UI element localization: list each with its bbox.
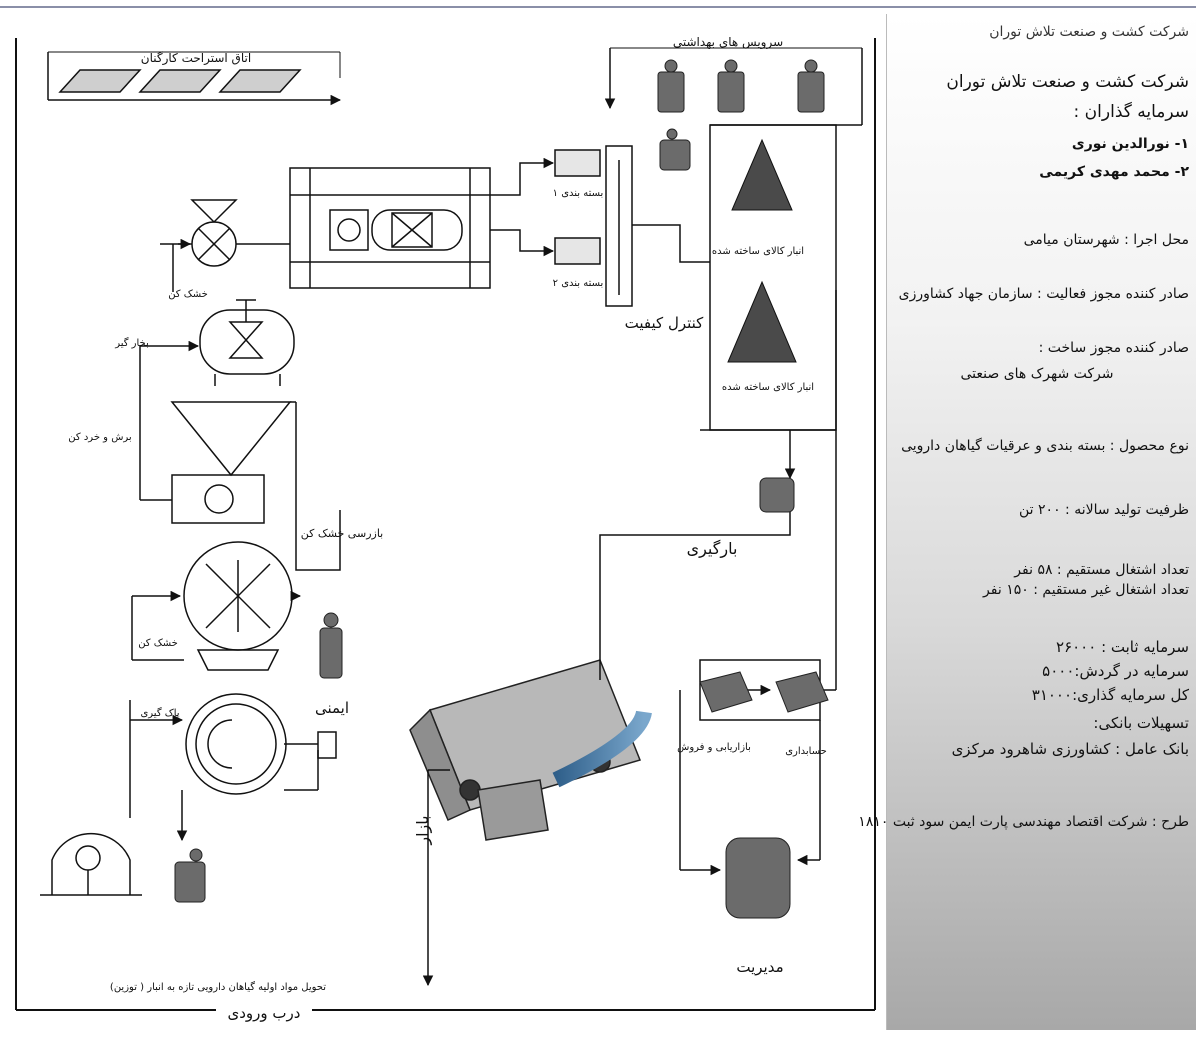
loading-worker-icon xyxy=(759,477,795,513)
production-capacity: ظرفیت تولید سالانه : ۲۰۰ تن xyxy=(1019,502,1189,518)
construction-permit: شرکت شهرک های صنعتی xyxy=(960,366,1114,382)
dryer-top-label: خشک کن xyxy=(168,289,208,300)
entrance-gate xyxy=(40,832,142,896)
stacked-boxes-icon xyxy=(727,138,797,363)
investor-2: ۲- محمد مهدی کریمی xyxy=(1039,164,1189,180)
company-name: شرکت کشت و صنعت تلاش توران xyxy=(946,72,1189,92)
bed-icon xyxy=(58,69,302,93)
market-label: بازار xyxy=(413,815,433,845)
accounting-label: حسابداری xyxy=(785,746,827,757)
top-border-line xyxy=(0,6,1196,8)
construction-permit-title: صادر کننده مجوز ساخت : xyxy=(1038,340,1189,356)
processing-line xyxy=(289,167,491,289)
desk-person-icon xyxy=(699,671,829,919)
cutter-hopper xyxy=(139,346,341,571)
loading-label: بارگیری xyxy=(687,539,738,559)
factory-flow-diagram: اتاق استراحت کارگنان سرویس های بهداشتی ب… xyxy=(15,35,876,1022)
working-capital: سرمایه در گردش:۵۰۰۰ xyxy=(1042,662,1189,680)
quality-control-label: کنترل کیفیت xyxy=(625,314,705,332)
rest-room-label: اتاق استراحت کارگنان xyxy=(141,51,251,66)
dryer-tank xyxy=(140,299,295,386)
bank-name: بانک عامل : کشاورزی شاهرود مرکزی xyxy=(951,740,1189,758)
cutting-label: برش و خرد کن xyxy=(68,432,131,443)
warehouse-column xyxy=(700,124,837,696)
sorting-label: پاک گیری xyxy=(140,707,179,719)
fixed-capital: سرمایه ثابت : ۲۶۰۰۰ xyxy=(1056,638,1189,656)
pack1-label: بسته بندی ۱ xyxy=(553,188,604,199)
valve-icon xyxy=(172,199,290,292)
sorting-drum xyxy=(129,693,337,842)
person-icon xyxy=(657,59,825,113)
worker-icon xyxy=(174,848,206,903)
location: محل اجرا : شهرستان میامی xyxy=(1023,232,1189,248)
inspector-icon xyxy=(659,128,691,171)
marketing-label: بازاریابی و فروش xyxy=(677,742,751,753)
investor-1: ۱- نورالدین نوری xyxy=(1071,136,1189,152)
activity-permit: صادر کننده مجوز فعالیت : سازمان جهاد کشا… xyxy=(898,286,1189,302)
bank-facilities: تسهیلات بانکی: xyxy=(1093,714,1189,732)
rest-room xyxy=(47,51,342,106)
packaging-units xyxy=(490,145,710,307)
investors-title: سرمایه گذاران : xyxy=(1073,102,1189,122)
project-info-panel: شرکت کشت و صنعت تلاش توران شرکت کشت و صن… xyxy=(858,14,1196,1030)
truck-icon xyxy=(409,659,652,841)
safety-label: ایمنی xyxy=(315,699,349,717)
total-investment: کل سرمایه گذاری:۳۱۰۰۰ xyxy=(1031,686,1189,704)
sanitary-services xyxy=(604,47,863,126)
design-credit: طرح : شرکت اقتصاد مهندسی پارت ایمن سود ث… xyxy=(858,814,1189,830)
direct-jobs: تعداد اشتغال مستقیم : ۵۸ نفر xyxy=(1014,562,1189,578)
warehouse1-label: انبار کالای ساخته شده xyxy=(712,246,804,257)
warehouse2-label: انبار کالای ساخته شده xyxy=(722,382,814,393)
pack2-label: بسته بندی ۲ xyxy=(553,278,604,289)
product-type: نوع محصول : بسته بندی و عرقیات گیاهان دا… xyxy=(901,438,1189,454)
entrance-label: درب ورودی xyxy=(228,1004,301,1022)
steam-label: بخار گیر xyxy=(114,337,149,349)
plant-boundary xyxy=(15,38,876,1011)
inspection-label: بازرسی خشک کن xyxy=(301,527,383,540)
rotary-dryer xyxy=(131,541,302,671)
clipped-header: شرکت کشت و صنعت تلاش توران xyxy=(989,24,1189,40)
management-label: مدیریت xyxy=(736,958,783,976)
guard-icon xyxy=(319,612,343,679)
delivery-label: تحویل مواد اولیه گیاهان دارویی تازه به ا… xyxy=(110,981,326,993)
dryer-mid-label: خشک کن xyxy=(138,638,178,649)
market-flow xyxy=(422,510,791,987)
indirect-jobs: تعداد اشتغال غیر مستقیم : ۱۵۰ نفر xyxy=(983,582,1189,598)
sanitary-label: سرویس های بهداشتی xyxy=(673,35,783,50)
